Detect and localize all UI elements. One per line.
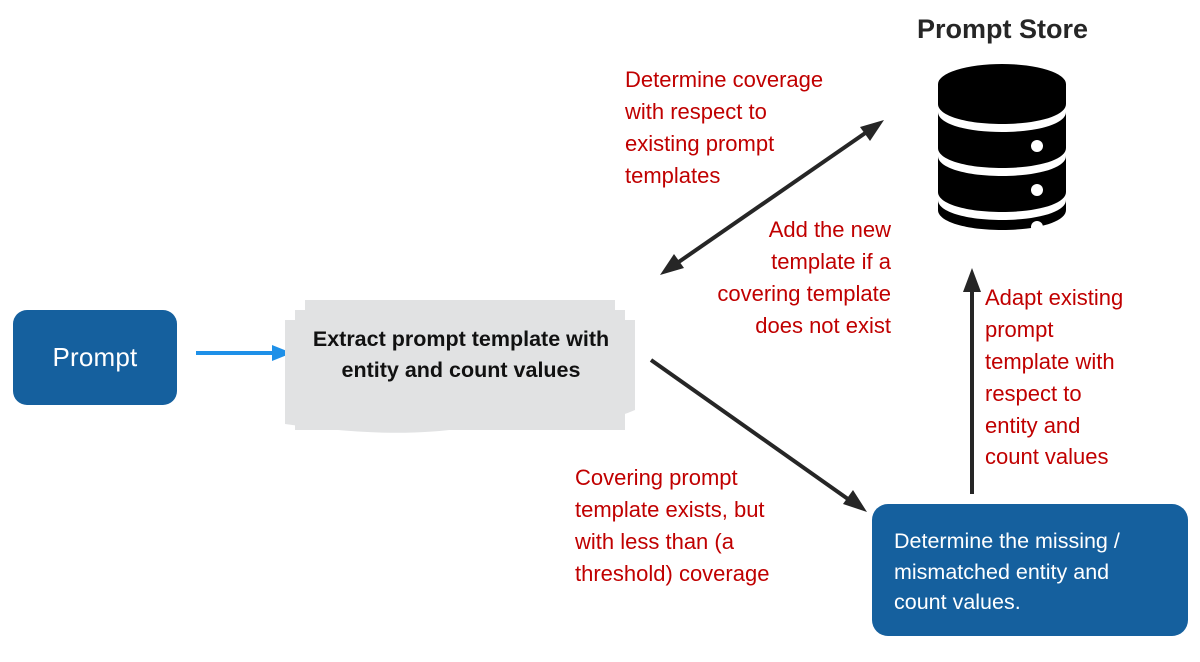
database-icon: [938, 64, 1066, 232]
node-extract-template-label: Extract prompt template with entity and …: [312, 327, 610, 382]
annotation-adapt-existing: Adapt existing prompt template with resp…: [985, 285, 1124, 470]
arrow-prompt-to-extract: [196, 345, 292, 361]
node-determine-missing[interactable]: Determine the missing / mismatched entit…: [872, 504, 1188, 636]
arrow-extract-to-determine: [649, 358, 867, 512]
node-extract-template[interactable]: Extract prompt template with entity and …: [285, 282, 635, 440]
annotation-add-template: Add the new template if a covering templ…: [717, 217, 891, 338]
node-prompt-label: Prompt: [52, 342, 138, 372]
annotation-covering-threshold: Covering prompt template exists, but wit…: [575, 465, 770, 586]
page-title: Prompt Store: [916, 14, 1089, 44]
annotation-determine-coverage: Determine coverage with respect to exist…: [625, 67, 824, 188]
arrow-extract-to-store: [660, 120, 884, 275]
node-determine-missing-label: Determine the missing / mismatched entit…: [894, 529, 1120, 615]
node-prompt[interactable]: Prompt: [13, 310, 177, 405]
stacked-document-icon: [285, 300, 635, 433]
arrow-determine-to-store: [963, 268, 981, 494]
